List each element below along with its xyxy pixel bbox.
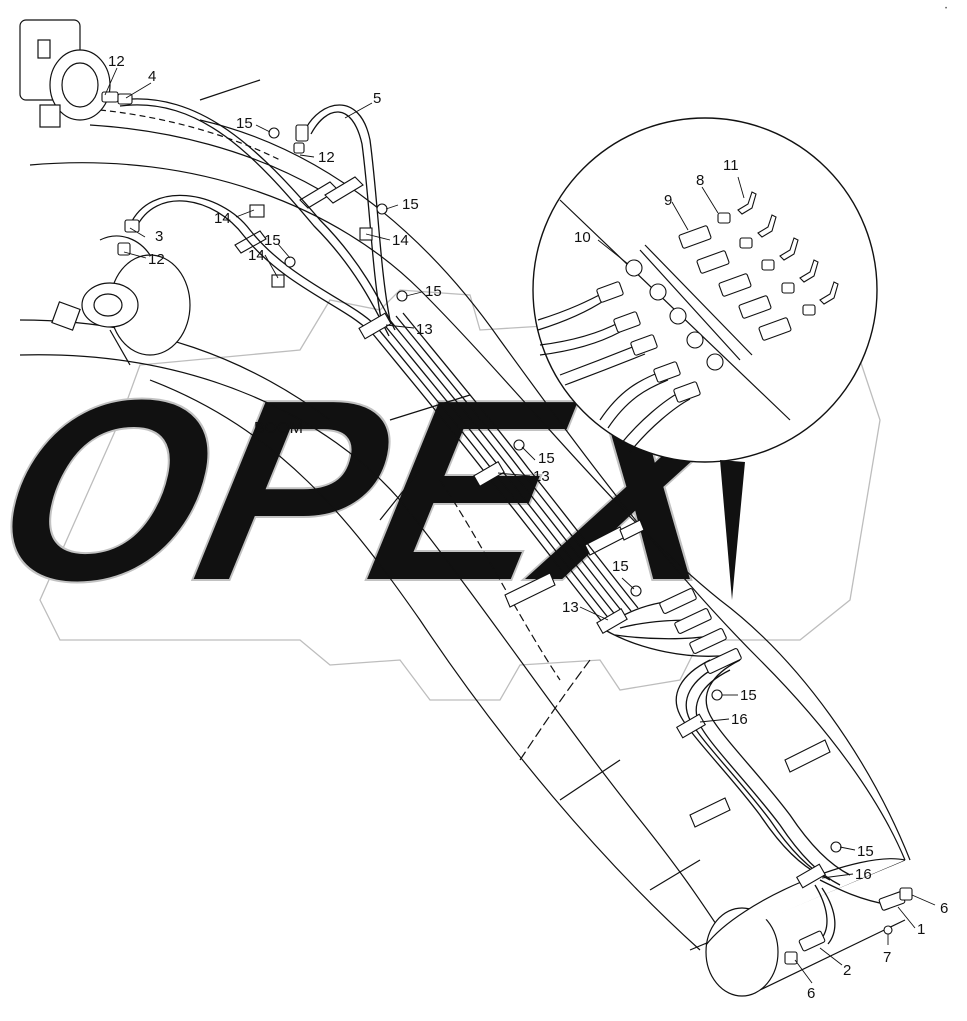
callout-label: 12 — [108, 53, 125, 70]
callout-label: 15 — [740, 687, 757, 704]
callout-label: 4 — [148, 68, 156, 85]
callout-label: 15 — [236, 115, 253, 132]
hose-clamps — [249, 204, 827, 889]
callout-label: 13 — [562, 599, 579, 616]
callout-label: 12 — [318, 149, 335, 166]
boom-pivot-top — [19, 19, 111, 128]
callout-label: 15 — [538, 450, 555, 467]
callout-label: 13 — [416, 321, 433, 338]
callout-label: 6 — [940, 900, 948, 917]
cylinder-pivot — [51, 235, 191, 366]
callout-label: 5 — [373, 90, 381, 107]
callout-label: 2 — [843, 962, 851, 979]
detail-view — [532, 117, 878, 600]
callout-label: 15 — [425, 283, 442, 300]
callout-label: 15 — [857, 843, 874, 860]
callout-label: 11 — [723, 157, 739, 174]
callout-label: 15 — [264, 232, 281, 249]
callout-label: 3 — [155, 228, 163, 245]
callout-label: 9 — [664, 192, 672, 209]
hose-bundle — [119, 98, 891, 945]
boom-brackets — [234, 176, 831, 828]
callout-label: 16 — [731, 711, 748, 728]
corner-mark: • — [945, 6, 947, 12]
callout-label: 6 — [807, 985, 815, 1002]
callout-label: 10 — [574, 229, 591, 246]
callout-label: 8 — [696, 172, 704, 189]
callout-label: 14 — [248, 247, 265, 264]
callout-label: 12 — [148, 251, 165, 268]
detail-pointer — [720, 460, 745, 600]
callout-label: 15 — [402, 196, 419, 213]
boom-label: BOOM — [254, 420, 303, 437]
callouts: 12 4 5 15 12 15 14 14 3 12 15 14 15 13 1… — [108, 53, 948, 1002]
callout-label: 13 — [533, 468, 550, 485]
callout-label: 14 — [214, 210, 231, 227]
callout-label: 14 — [392, 232, 409, 249]
callout-label: 1 — [917, 921, 925, 938]
leader-lines — [104, 67, 936, 984]
callout-label: 15 — [612, 558, 629, 575]
detail-circle — [532, 117, 878, 463]
callout-label: 16 — [855, 866, 872, 883]
callout-label: 7 — [883, 949, 891, 966]
